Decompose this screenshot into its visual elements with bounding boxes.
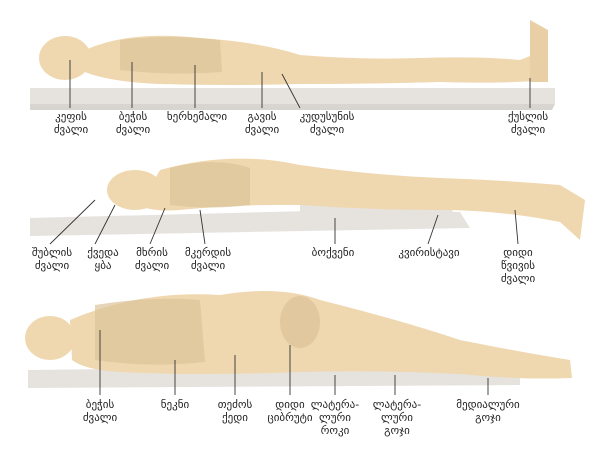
label-heel: ქუსლის ძვალი xyxy=(500,110,556,136)
label-sacrum: გავის ძვალი xyxy=(238,110,286,136)
label-humerus: მხრის ძვალი xyxy=(128,246,176,272)
label-lateral-condyle: ლატერა- ლური როკი xyxy=(304,398,366,437)
label-occipital: კეფის ძვალი xyxy=(48,110,94,136)
label-scapula-1: ბეჭის ძვალი xyxy=(110,110,156,136)
label-frontal: შუბლის ძვალი xyxy=(24,246,80,272)
label-spine: ხერხემალი xyxy=(160,110,234,123)
label-rib: ნეკნი xyxy=(152,398,198,411)
label-patella: კვირისტავი xyxy=(388,246,470,259)
label-pubis: ბოქვენი xyxy=(300,246,366,259)
label-mandible: ქვედა ყბა xyxy=(80,246,126,272)
prone-figure xyxy=(30,159,585,240)
label-scapula-2: ბეჭის ძვალი xyxy=(76,398,124,424)
label-sternum: მკერდის ძვალი xyxy=(180,246,236,272)
lateral-figure xyxy=(25,291,572,388)
label-iliac-crest: თეძოს ქედი xyxy=(208,398,262,424)
label-coccyx: კუდუსუნის ძვალი xyxy=(286,110,368,136)
label-lateral-malleolus: ლატერა- ლური გოჯი xyxy=(366,398,428,437)
label-tibia: დიდი წვივის ძვალი xyxy=(490,246,546,285)
supine-figure xyxy=(30,20,555,110)
label-medial-malleolus: მედიალური გოჯი xyxy=(448,398,528,424)
